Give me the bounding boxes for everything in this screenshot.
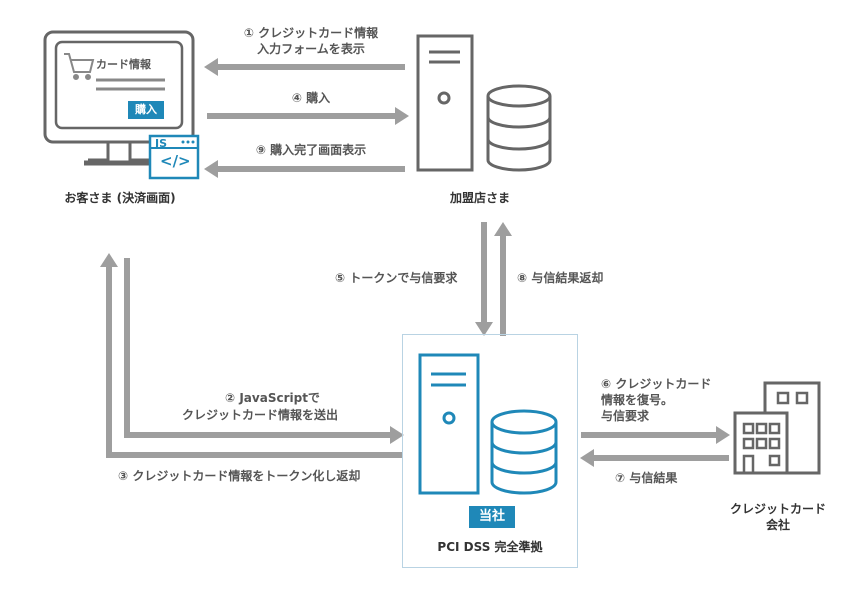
step6-label-3: 与信要求 (601, 409, 650, 423)
form-lines (96, 78, 165, 91)
monitor-icon (43, 30, 195, 166)
arrow-step8 (494, 222, 512, 336)
buy-button-bg (128, 101, 164, 119)
arrow-step6 (581, 426, 730, 444)
merchant-database-icon (486, 84, 552, 172)
merchant-server-icon (416, 34, 474, 172)
arrow-step1 (204, 58, 405, 76)
step1-label-2: 入力フォームを表示 (257, 42, 365, 56)
merchant-label: 加盟店さま (449, 191, 510, 205)
step1-label-1: ① クレジットカード情報 (243, 26, 379, 40)
step9-label: ⑨ 購入完了画面表示 (255, 143, 367, 157)
building-icon (733, 381, 821, 475)
arrow-step4 (207, 107, 409, 125)
step7-label: ⑦ 与信結果 (615, 471, 678, 485)
card-info-label: カード情報 (96, 58, 151, 71)
arrow-step5 (475, 222, 493, 336)
code-label: </> (160, 152, 191, 170)
company-server-icon (418, 353, 480, 495)
step4-label: ④ 購入 (291, 91, 331, 105)
js-code-icon (148, 134, 200, 180)
step2-label-2: クレジットカード情報を送出 (182, 408, 339, 422)
step5-label: ⑤ トークンで与信要求 (335, 271, 458, 285)
company-box (402, 334, 578, 568)
cart-icon (64, 53, 95, 80)
card-company-label-1: クレジットカード (729, 502, 826, 516)
step2-label-1: ② JavaScriptで (225, 391, 320, 405)
step3-label: ③ クレジットカード情報をトークン化し返却 (118, 469, 361, 483)
pci-dss-label: PCI DSS 完全準拠 (437, 540, 543, 554)
company-badge: 当社 (469, 506, 515, 528)
step8-label: ⑧ 与信結果返却 (517, 271, 604, 285)
js-label: JS (155, 137, 168, 150)
step6-label-1: ⑥ クレジットカード (601, 377, 712, 391)
card-company-label-2: 会社 (765, 518, 790, 532)
company-database-icon (490, 409, 558, 495)
arrow-step9 (204, 160, 405, 178)
customer-label: お客さま (決済画面) (64, 191, 176, 205)
arrows (100, 58, 730, 467)
step6-label-2: 情報を復号。 (601, 393, 674, 407)
arrow-step7 (580, 449, 729, 467)
buy-button: 購入 (135, 103, 157, 116)
